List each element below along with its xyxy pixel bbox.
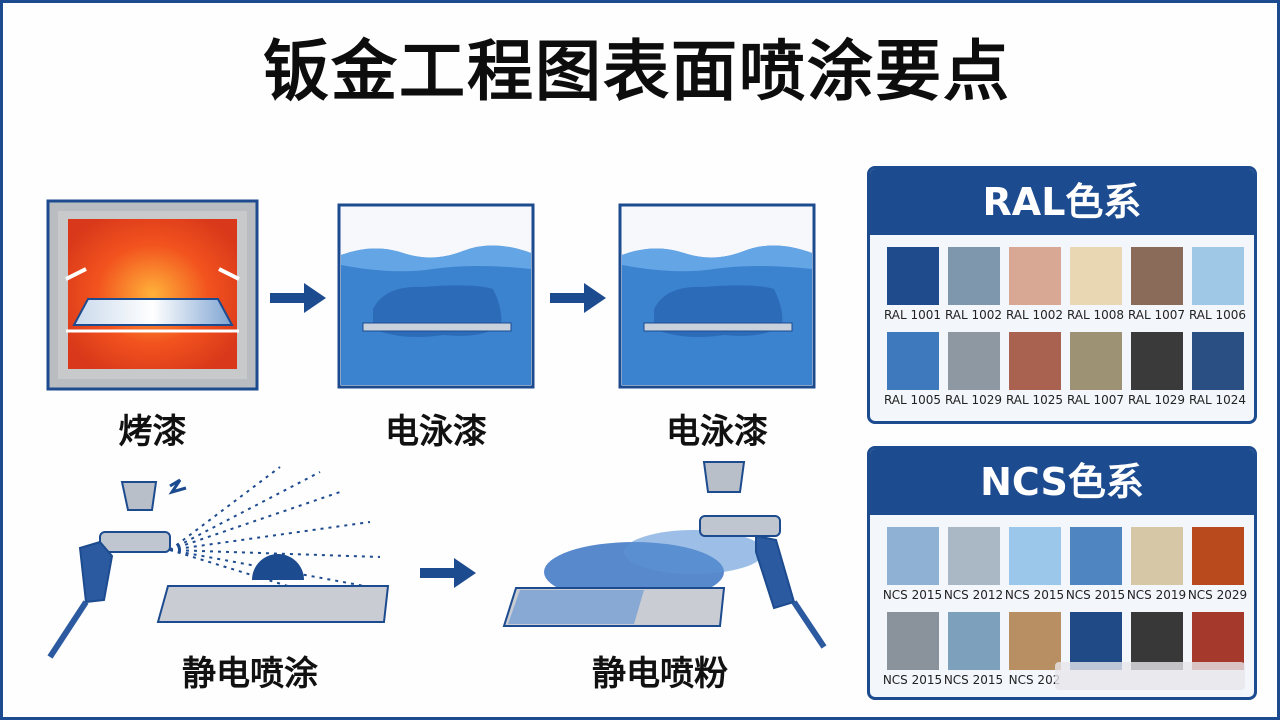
swatch-chip [947, 247, 1000, 305]
swatch-chip [947, 612, 1000, 670]
electrophoresis-tank-icon [333, 199, 539, 391]
color-swatch: NCS 2012 [943, 527, 1004, 602]
color-swatch: RAL 1002 [1004, 247, 1065, 322]
swatch-chip [1008, 247, 1061, 305]
swatch-code: RAL 1005 [883, 393, 942, 407]
electrophoresis-tank-icon [614, 199, 820, 391]
swatch-chip [1069, 612, 1122, 670]
swatch-code: NCS 2029 [1187, 588, 1248, 602]
swatch-chip [886, 332, 939, 390]
swatch-chip [886, 612, 939, 670]
swatch-chip [1130, 527, 1183, 585]
swatch-chip [1191, 247, 1244, 305]
oven-icon [46, 199, 259, 391]
swatch-chip [1130, 612, 1183, 670]
swatch-chip [1069, 527, 1122, 585]
swatch-code: RAL 1007 [1066, 393, 1125, 407]
swatch-code: RAL 1024 [1188, 393, 1247, 407]
color-swatch: RAL 1029 [1126, 332, 1187, 407]
color-swatch: RAL 1007 [1126, 247, 1187, 322]
color-swatch: RAL 1008 [1065, 247, 1126, 322]
ncs-heading: NCS色系 [870, 449, 1254, 515]
process-label-electrophoresis-1: 电泳漆 [385, 412, 487, 452]
color-swatch: RAL 1006 [1187, 247, 1248, 322]
swatch-code: RAL 1006 [1188, 308, 1247, 322]
swatch-code: RAL 1025 [1005, 393, 1064, 407]
arrow-right-icon [270, 283, 326, 317]
swatch-code: RAL 1007 [1127, 308, 1186, 322]
swatch-code: NCS 2015 [882, 673, 943, 687]
swatch-chip [886, 247, 939, 305]
spray-gun-icon [40, 462, 400, 662]
swatch-chip [886, 527, 939, 585]
swatch-chip [1191, 332, 1244, 390]
swatch-code: NCS 2015 [943, 673, 1004, 687]
page-title: 钣金工程图表面喷涂要点 [263, 33, 1011, 110]
swatch-code: NCS 2015 [882, 588, 943, 602]
color-swatch: NCS 202 [1004, 612, 1065, 687]
ral-heading: RAL色系 [870, 169, 1254, 235]
color-swatch [1065, 612, 1126, 687]
swatch-chip [947, 527, 1000, 585]
swatch-chip [1008, 527, 1061, 585]
arrow-right-icon [420, 558, 476, 592]
swatch-chip [1069, 332, 1122, 390]
swatch-code: RAL 1001 [883, 308, 942, 322]
swatch-code: RAL 1008 [1066, 308, 1125, 322]
swatch-chip [1191, 527, 1244, 585]
swatch-code: NCS 2019 [1126, 588, 1187, 602]
swatch-code: NCS 2012 [943, 588, 1004, 602]
color-swatch: RAL 1007 [1065, 332, 1126, 407]
swatch-chip [1069, 247, 1122, 305]
powder-spray-gun-icon [494, 452, 834, 652]
swatch-chip [1130, 247, 1183, 305]
swatch-chip [1008, 332, 1061, 390]
color-swatch: RAL 1002 [943, 247, 1004, 322]
color-swatch: NCS 2029 [1187, 527, 1248, 602]
swatch-code: RAL 1029 [1127, 393, 1186, 407]
color-swatch: RAL 1029 [943, 332, 1004, 407]
process-label-electrostatic-spray: 静电喷涂 [182, 654, 318, 694]
swatch-chip [947, 332, 1000, 390]
swatch-code: NCS 2015 [1004, 588, 1065, 602]
color-swatch: NCS 2015 [943, 612, 1004, 687]
arrow-right-icon [550, 283, 606, 317]
process-label-electrophoresis-2: 电泳漆 [666, 412, 768, 452]
color-swatch: NCS 2015 [882, 527, 943, 602]
process-label-baking: 烤漆 [118, 412, 187, 452]
swatch-chip [1191, 612, 1244, 670]
color-swatch [1126, 612, 1187, 687]
color-swatch: RAL 1024 [1187, 332, 1248, 407]
swatch-code: NCS 2015 [1065, 588, 1126, 602]
swatch-chip [1008, 612, 1061, 670]
color-swatch: NCS 2019 [1126, 527, 1187, 602]
swatch-code: RAL 1029 [944, 393, 1003, 407]
color-swatch: NCS 2015 [1004, 527, 1065, 602]
color-swatch: NCS 2015 [1065, 527, 1126, 602]
color-swatch [1187, 612, 1248, 687]
color-swatch: RAL 1001 [882, 247, 943, 322]
color-swatch: RAL 1005 [882, 332, 943, 407]
swatch-chip [1130, 332, 1183, 390]
watermark [1055, 662, 1245, 690]
swatch-code: RAL 1002 [1005, 308, 1064, 322]
process-label-powder-spray: 静电喷粉 [592, 654, 728, 694]
color-swatch: NCS 2015 [882, 612, 943, 687]
swatch-code: NCS 202 [1008, 673, 1061, 687]
swatch-code: RAL 1002 [944, 308, 1003, 322]
color-swatch: RAL 1025 [1004, 332, 1065, 407]
